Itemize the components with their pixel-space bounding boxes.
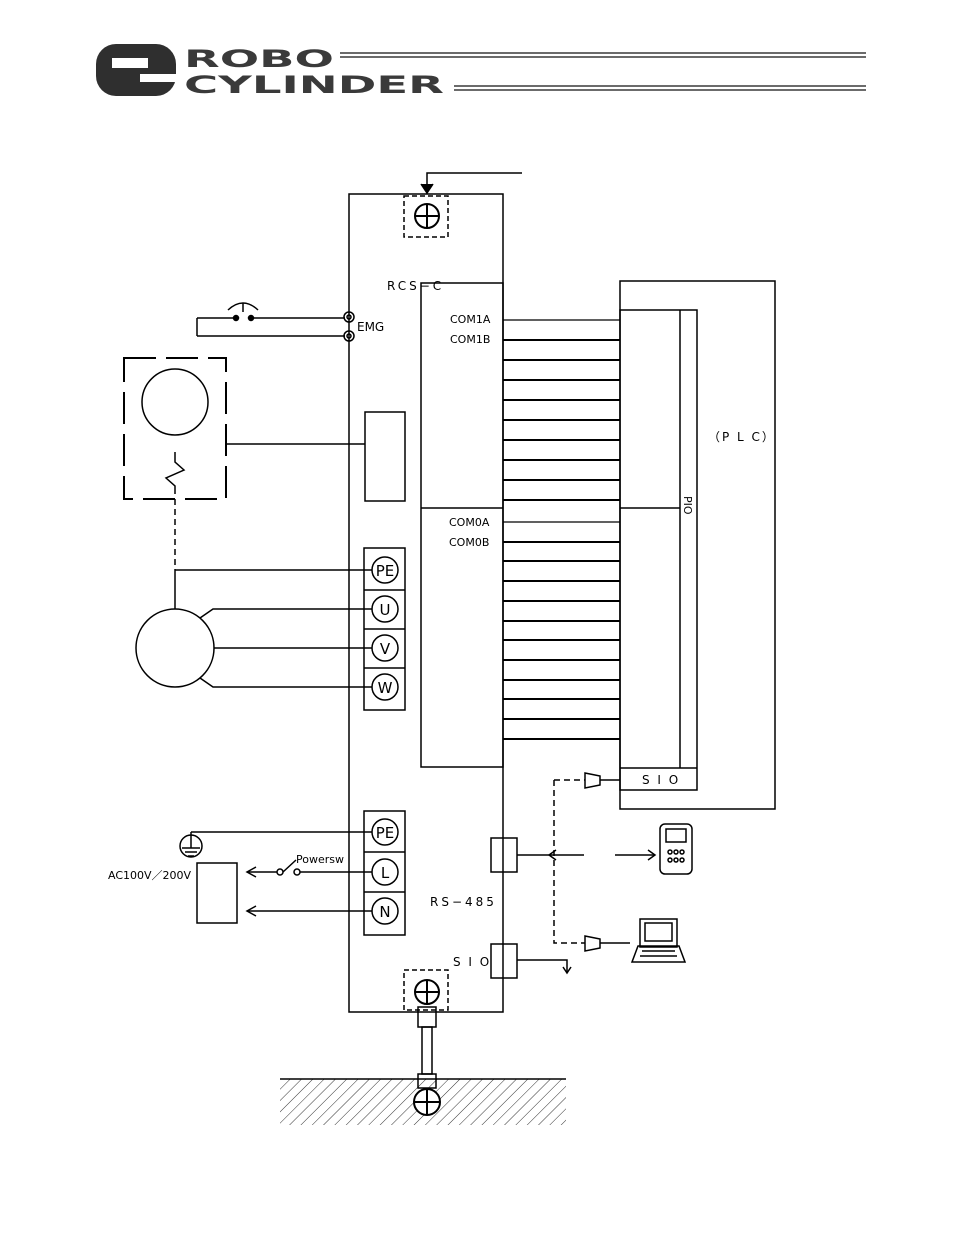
sio-connector	[491, 944, 517, 978]
com0b-label: COM0B	[449, 536, 489, 549]
io-connector-panel: COM1A COM1B COM0A COM0B	[421, 283, 503, 767]
motor-icon	[136, 570, 372, 687]
robo-cylinder-logo: ROBO CYLINDER	[96, 44, 866, 99]
plc-unit: （P L C） PIO S I O	[620, 281, 776, 809]
sio-wire	[517, 960, 571, 973]
brake-icon	[166, 452, 184, 494]
com1b-label: COM1B	[450, 333, 490, 346]
logo-text-robo: ROBO	[184, 45, 334, 73]
motor-terminal-block: PE U V W	[364, 548, 405, 710]
sio-label: S I O	[453, 955, 491, 969]
com1a-label: COM1A	[450, 313, 491, 326]
rs485-label: RS−485	[430, 895, 497, 909]
terminal-u-label: U	[380, 601, 391, 619]
pio-cable-lines	[503, 320, 620, 739]
terminal-v-label: V	[380, 640, 391, 658]
connector-plug-icon	[585, 773, 600, 951]
earth-ground-screw-icon	[414, 1089, 440, 1115]
teaching-pendant-icon	[660, 824, 692, 874]
power-terminal-l-label: L	[381, 864, 390, 882]
power-terminal-pe-label: PE	[376, 824, 395, 842]
emg-label: EMG	[357, 320, 384, 334]
terminal-pe-label: PE	[376, 562, 395, 580]
power-supply-label: AC100V／200V	[108, 869, 192, 882]
rs485-connector	[491, 838, 517, 872]
controller-model-label: RCS−C	[387, 279, 444, 293]
top-ground-wire	[421, 173, 522, 193]
bottom-ground-screw	[404, 970, 448, 1010]
pio-label: PIO	[681, 496, 694, 515]
actuator-encoder-unit	[124, 358, 365, 570]
plc-label: （P L C）	[708, 430, 776, 444]
power-switch-icon	[247, 860, 372, 916]
communication-wiring	[517, 780, 655, 943]
power-switch-label: Powersw	[296, 853, 344, 866]
top-ground-screw	[404, 196, 448, 237]
plc-sio-label: S I O	[642, 773, 680, 787]
encoder-icon	[142, 369, 208, 435]
power-terminal-block: PE L N	[364, 811, 405, 935]
emergency-stop-switch	[197, 303, 345, 336]
terminal-w-label: W	[378, 679, 393, 697]
personal-computer-icon	[632, 919, 685, 962]
rc-logo-mark	[96, 44, 180, 96]
power-supply-box	[197, 863, 237, 923]
controller-unit: RCS−C EMG	[197, 173, 571, 1012]
power-terminal-n-label: N	[379, 903, 390, 921]
encoder-connector	[365, 412, 405, 501]
com0a-label: COM0A	[449, 516, 490, 529]
logo-text-cylinder: CYLINDER	[184, 71, 444, 99]
frame-ground-cable	[418, 1007, 436, 1088]
plc-io-block	[620, 310, 697, 790]
